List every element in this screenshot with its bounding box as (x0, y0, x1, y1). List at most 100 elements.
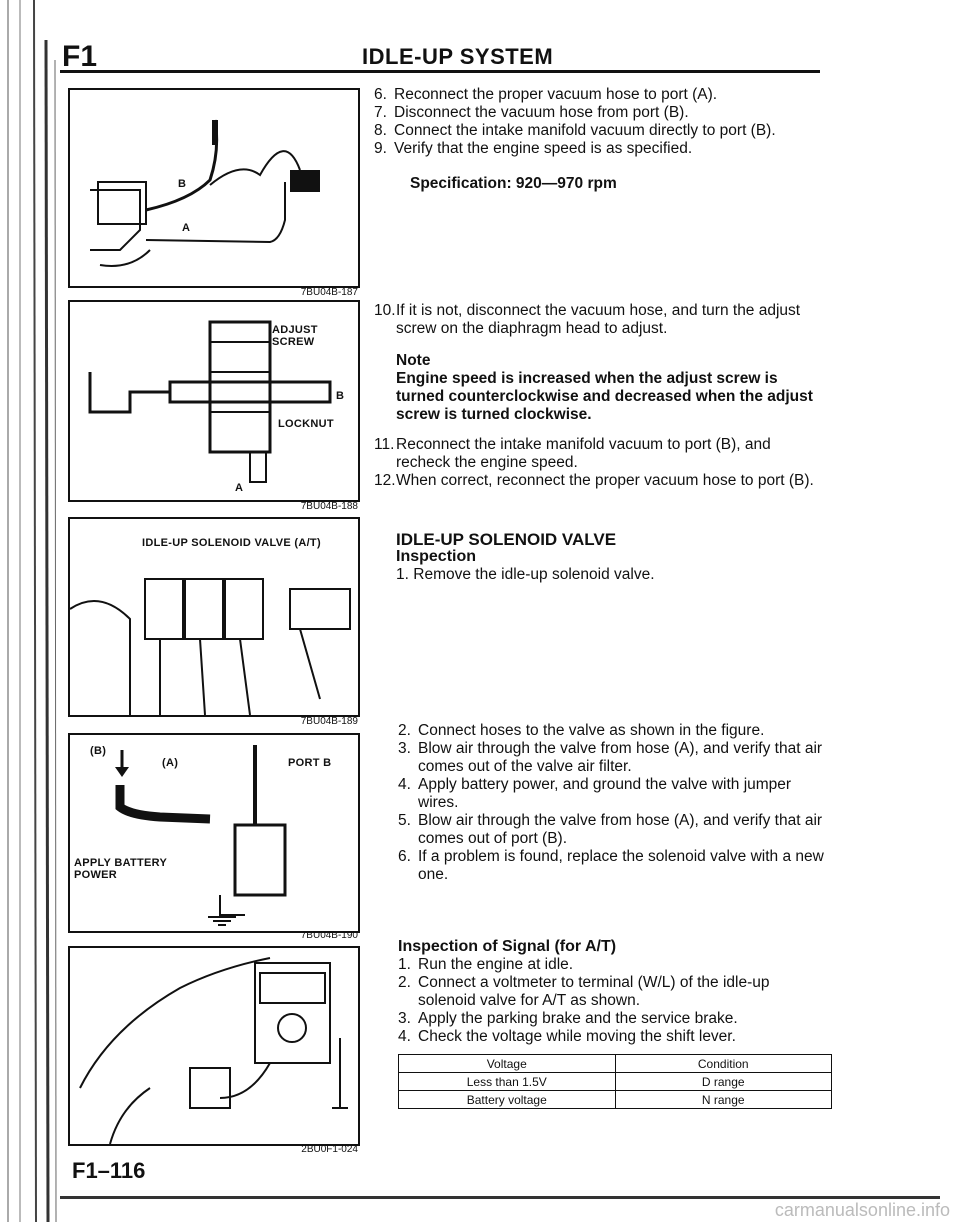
subsection-title: Inspection (396, 548, 477, 565)
table-header: Voltage (398, 1054, 616, 1073)
table-cell: Less than 1.5V (398, 1072, 616, 1091)
figure-vacuum-hose: B A (68, 88, 360, 288)
page-number: F1–116 (72, 1158, 146, 1183)
watermark: carmanualsonline.info (774, 1200, 950, 1220)
step-number: 4. (398, 1028, 411, 1045)
note-block: Note Engine speed is increased when the … (396, 352, 826, 424)
list-item: 3. Apply the parking brake and the servic… (398, 1010, 828, 1028)
list-item: 1. Run the engine at idle. (398, 956, 828, 974)
figure-code: 7BU04B-188 (300, 501, 358, 512)
list-item: 6. Reconnect the proper vacuum hose to po… (374, 86, 824, 104)
solenoid-step-1: 1. Remove the idle-up solenoid valve. (396, 566, 826, 584)
list-item: 4. Check the voltage while moving the shi… (398, 1028, 828, 1046)
signal-steps: 1. Run the engine at idle. 2. Connect a vo… (398, 956, 828, 1046)
list-item: 6. If a problem is found, replace the sol… (398, 848, 828, 884)
list-item: 3. Blow air through the valve from hose (… (398, 740, 828, 776)
step-text: If it is not, disconnect the vacuum hose… (396, 302, 801, 337)
step-number: 6. (374, 86, 387, 103)
step-number: 8. (374, 122, 387, 139)
step-text: Reconnect the proper vacuum hose to port… (394, 86, 718, 103)
table-cell: Battery voltage (398, 1090, 616, 1109)
step-text: Remove the idle-up solenoid valve. (413, 566, 655, 583)
fig4-label-port: PORT B (288, 757, 332, 769)
table-header: Condition (614, 1054, 832, 1073)
step-10: 10. If it is not, disconnect the vacuum … (374, 302, 826, 338)
fig2-label-adjust: ADJUST SCREW (272, 324, 318, 348)
list-item: 8. Connect the intake manifold vacuum dir… (374, 122, 824, 140)
steps-11-12: 11.Reconnect the intake manifold vacuum … (374, 436, 826, 490)
step-number: 4. (398, 776, 411, 793)
figure-voltmeter-check-drawing (79, 957, 348, 1145)
fig4-label-battery: APPLY BATTERY POWER (74, 857, 167, 881)
figure-adjust-screw-drawing (88, 320, 332, 483)
fig4-label-b: (B) (90, 745, 107, 757)
figure-code: 2BU0F1-024 (301, 1144, 358, 1155)
fig4-label-a: (A) (162, 757, 179, 769)
voltage-table: Voltage Condition Less than 1.5V D range… (398, 1054, 832, 1109)
step-number: 3. (398, 1010, 411, 1027)
step-text: Blow air through the valve from hose (A)… (418, 812, 823, 847)
step-text: Disconnect the vacuum hose from port (B)… (394, 104, 689, 121)
fig2-label-b: B (336, 390, 345, 402)
figure-solenoid-test-drawing (115, 745, 287, 926)
step-number: 6. (398, 848, 411, 865)
section-code: F1 (62, 40, 98, 73)
step-text: Verify that the engine speed is as speci… (394, 140, 693, 157)
steps-6-9: 6. Reconnect the proper vacuum hose to po… (374, 86, 824, 158)
list-item: 2. Connect hoses to the valve as shown in… (398, 722, 828, 740)
figure-solenoid-valve-location-drawing (69, 578, 351, 716)
bottom-rule (60, 1196, 940, 1199)
list-item: 2. Connect a voltmeter to terminal (W/L) … (398, 974, 828, 1010)
note-title: Note (396, 352, 431, 369)
figure-code: 7BU04B-190 (300, 930, 358, 941)
step-number: 12. (374, 472, 396, 489)
figure-vacuum-hose-drawing (90, 119, 320, 267)
page-title: IDLE-UP SYSTEM (362, 44, 554, 69)
specification: Specification: 920—970 rpm (410, 175, 617, 192)
header-rule (60, 70, 820, 73)
step-number: 5. (398, 812, 411, 829)
step-number: 2. (398, 974, 411, 991)
step-number: 11. (374, 436, 395, 453)
step-text: If a problem is found, replace the solen… (418, 848, 824, 883)
list-item: 7.Disconnect the vacuum hose from port (… (374, 104, 824, 122)
fig3-label: IDLE-UP SOLENOID VALVE (A/T) (142, 537, 321, 549)
step-number: 1. (396, 566, 409, 583)
table-header-row: Voltage Condition (398, 1054, 832, 1073)
fig2-label-locknut: LOCKNUT (278, 418, 334, 430)
list-item: 9. Verify that the engine speed is as spe… (374, 140, 824, 158)
figure-solenoid-valve-location: IDLE-UP SOLENOID VALVE (A/T) (68, 517, 360, 717)
step-text: Connect a voltmeter to terminal (W/L) of… (418, 974, 770, 1009)
step-text: Blow air through the valve from hose (A)… (418, 740, 823, 775)
table-cell: N range (614, 1090, 832, 1109)
figure-code: 7BU04B-187 (300, 287, 358, 298)
step-text: Connect hoses to the valve as shown in t… (418, 722, 765, 739)
solenoid-steps: 2. Connect hoses to the valve as shown in… (398, 722, 828, 884)
step-text: Apply the parking brake and the service … (418, 1010, 738, 1027)
note-text: Engine speed is increased when the adjus… (396, 370, 813, 423)
step-number: 9. (374, 140, 387, 157)
figure-voltmeter-check (68, 946, 360, 1146)
step-text: Connect the intake manifold vacuum direc… (394, 122, 776, 139)
table-row: Battery voltage N range (398, 1090, 832, 1109)
step-number: 2. (398, 722, 411, 739)
list-item: 5. Blow air through the valve from hose (… (398, 812, 828, 848)
step-text: Check the voltage while moving the shift… (418, 1028, 736, 1045)
list-item: 11.Reconnect the intake manifold vacuum … (374, 436, 826, 472)
list-item: 4. Apply battery power, and ground the va… (398, 776, 828, 812)
binding-edge (7, 0, 57, 1222)
step-text: When correct, reconnect the proper vacuu… (396, 472, 814, 489)
step-number: 3. (398, 740, 411, 757)
step-text: Run the engine at idle. (418, 956, 574, 973)
table-cell: D range (614, 1072, 832, 1091)
figure-adjust-screw: ADJUST SCREW B LOCKNUT A (68, 300, 360, 502)
step-number: 1. (398, 956, 411, 973)
step-number: 10. (374, 302, 396, 319)
table-row: Less than 1.5V D range (398, 1072, 832, 1091)
section-title: IDLE-UP SOLENOID VALVE (396, 530, 617, 549)
step-text: Reconnect the intake manifold vacuum to … (396, 436, 771, 471)
signal-title: Inspection of Signal (for A/T) (398, 938, 617, 955)
list-item: 12.When correct, reconnect the proper va… (374, 472, 826, 490)
fig2-label-a: A (235, 482, 244, 494)
step-text: Apply battery power, and ground the valv… (418, 776, 792, 811)
